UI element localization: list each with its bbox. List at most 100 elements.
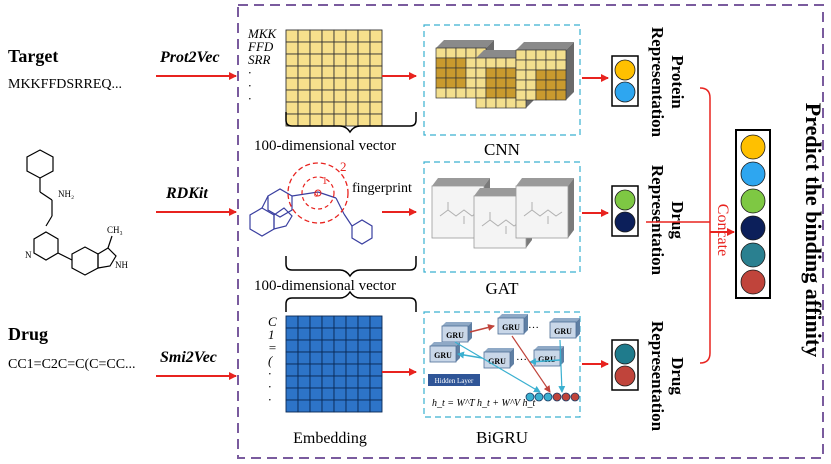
smiles-char: (: [268, 353, 273, 368]
grid-cell: [285, 53, 299, 67]
protein-vector-grid: [285, 29, 383, 127]
gru-label: GRU: [446, 331, 464, 340]
protein-sequence-chunks: MKKFFDSRR···: [247, 26, 278, 106]
grid-cell: [369, 363, 383, 377]
grid-cell: [357, 327, 371, 341]
grid-cell: [285, 387, 299, 401]
grid-cell: [297, 113, 311, 127]
n-label: N: [25, 250, 32, 260]
grid-cell: [309, 363, 323, 377]
drug-smiles: CC1=C2C=C(C=CC...: [8, 357, 136, 372]
grid-cell: [369, 399, 383, 413]
combined-unit: [740, 188, 766, 214]
protein-seq-chunk: ·: [248, 91, 251, 106]
representation-label-line: Representation: [648, 27, 667, 138]
representation-unit: [614, 59, 636, 81]
hidden-layer-box: [428, 374, 480, 386]
hidden-state-node: [525, 392, 535, 402]
cnn-label: CNN: [484, 140, 520, 159]
grid-cell: [333, 375, 347, 389]
grid-cell: [357, 101, 371, 115]
model-frame: [237, 4, 824, 459]
representation-unit: [614, 365, 636, 387]
combined-unit: [740, 269, 766, 295]
grid-cell: [369, 53, 383, 67]
smiles-brace: [285, 290, 417, 312]
protein-seq-chunk: FFD: [247, 39, 274, 54]
grid-cell: [297, 387, 311, 401]
grid-cell: [357, 113, 371, 127]
gat-label: GAT: [485, 279, 519, 298]
concat-bracket: [699, 87, 711, 364]
grid-cell: [369, 339, 383, 353]
grid-cell: [369, 101, 383, 115]
representation-unit: [614, 343, 636, 365]
grid-cell: [345, 375, 359, 389]
grid-cell: [333, 41, 347, 55]
grid-cell: [333, 65, 347, 79]
grid-cell: [333, 113, 347, 127]
representation-label-line: Representation: [648, 165, 667, 276]
smiles-embedding-grid: [285, 315, 383, 413]
hidden-state-node: [543, 392, 553, 402]
grid-cell: [285, 65, 299, 79]
grid-cell: [321, 315, 335, 329]
grid-cell: [285, 101, 299, 115]
grid-cell: [345, 315, 359, 329]
grid-cell: [357, 351, 371, 365]
grid-cell: [309, 387, 323, 401]
grid-cell: [345, 53, 359, 67]
grid-cell: [285, 375, 299, 389]
grid-cell: [285, 399, 299, 413]
grid-cell: [309, 53, 323, 67]
grid-cell: [369, 77, 383, 91]
grid-cell: [345, 363, 359, 377]
grid-cell: [369, 351, 383, 365]
grid-cell: [297, 375, 311, 389]
smiles-char: C: [268, 314, 277, 329]
grid-cell: [369, 89, 383, 103]
grid-cell: [297, 339, 311, 353]
grid-cell: [369, 29, 383, 43]
representation-label-line: Representation: [648, 321, 667, 432]
grid-cell: [321, 101, 335, 115]
cnn-box: [423, 24, 581, 136]
radius-mark-1: 1: [322, 175, 328, 187]
smiles-char: 1: [268, 327, 275, 342]
drug-molecule-structure: [26, 149, 117, 276]
grid-cell: [297, 89, 311, 103]
grid-cell: [345, 65, 359, 79]
grid-cell: [285, 41, 299, 55]
grid-cell: [285, 77, 299, 91]
grid-cell: [333, 339, 347, 353]
gru-cell: GRU: [549, 318, 580, 339]
representation-label-line: Drug: [668, 357, 687, 395]
smiles-char: ·: [268, 379, 271, 394]
gru-cell: GRU: [441, 322, 472, 343]
graph-matrix-label: 100-dimensional vector: [254, 278, 396, 294]
methyl-label: CH₃: [107, 225, 123, 235]
prot2vec-label: Prot2Vec: [159, 49, 220, 66]
graph-drug-representation-vector: [611, 185, 639, 237]
grid-cell: [321, 363, 335, 377]
drug-label: Drug: [8, 324, 48, 344]
radius-mark-0: 0: [314, 190, 318, 199]
grid-cell: [309, 101, 323, 115]
grid-cell: [345, 339, 359, 353]
embedding-label: Embedding: [293, 430, 367, 447]
grid-cell: [369, 375, 383, 389]
representation-label-line: Drug: [668, 201, 687, 239]
grid-cell: [333, 351, 347, 365]
grid-cell: [333, 399, 347, 413]
smiles-char: =: [268, 340, 277, 355]
grid-cell: [297, 327, 311, 341]
fingerprint-center-atom: [314, 189, 322, 197]
grid-cell: [345, 399, 359, 413]
combined-representation-vector: [735, 129, 771, 299]
combined-unit: [740, 161, 766, 187]
grid-cell: [333, 363, 347, 377]
grid-cell: [345, 41, 359, 55]
grid-cell: [357, 77, 371, 91]
